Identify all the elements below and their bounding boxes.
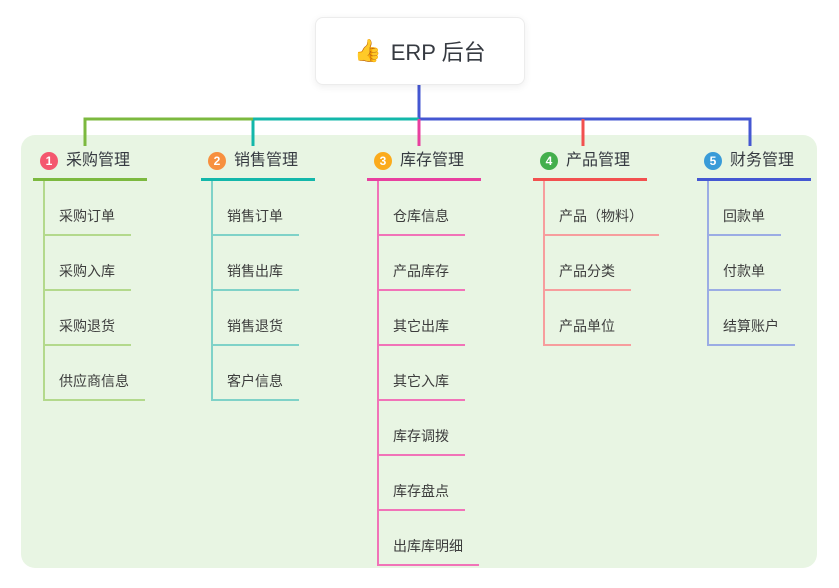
thumbs-up-icon: 👍: [354, 38, 382, 63]
branch-title-product: 产品管理: [566, 152, 631, 169]
branch-sales: 2 销售管理 销售订单 销售出库 销售退货 客户信息: [201, 149, 315, 401]
branch-node-inventory[interactable]: 3 库存管理: [367, 149, 481, 181]
leaf-node[interactable]: 产品（物料）: [545, 181, 659, 236]
branches-panel: [21, 135, 817, 568]
leaf-node[interactable]: 采购入库: [45, 236, 131, 291]
leaf-node[interactable]: 产品单位: [545, 291, 631, 346]
leaf-node[interactable]: 回款单: [709, 181, 781, 236]
badge-3: 3: [374, 152, 392, 170]
leaf-node[interactable]: 销售订单: [213, 181, 299, 236]
branch-children-purchase: 采购订单 采购入库 采购退货 供应商信息: [43, 181, 147, 401]
badge-1: 1: [40, 152, 58, 170]
leaf-node[interactable]: 库存盘点: [379, 456, 465, 511]
root-node-label: ERP 后台: [390, 40, 486, 65]
badge-5: 5: [704, 152, 722, 170]
badge-4: 4: [540, 152, 558, 170]
branch-children-inventory: 仓库信息 产品库存 其它出库 其它入库 库存调拨 库存盘点 出库库明细: [377, 181, 481, 566]
branch-finance: 5 财务管理 回款单 付款单 结算账户: [697, 149, 811, 346]
branch-purchase: 1 采购管理 采购订单 采购入库 采购退货 供应商信息: [33, 149, 147, 401]
leaf-node[interactable]: 付款单: [709, 236, 781, 291]
leaf-node[interactable]: 其它入库: [379, 346, 465, 401]
leaf-node[interactable]: 产品分类: [545, 236, 631, 291]
branch-title-inventory: 库存管理: [400, 152, 465, 169]
leaf-node[interactable]: 库存调拨: [379, 401, 465, 456]
branch-children-finance: 回款单 付款单 结算账户: [707, 181, 811, 346]
leaf-node[interactable]: 采购退货: [45, 291, 131, 346]
leaf-node[interactable]: 采购订单: [45, 181, 131, 236]
branch-product: 4 产品管理 产品（物料） 产品分类 产品单位: [533, 149, 659, 346]
badge-2: 2: [208, 152, 226, 170]
leaf-node[interactable]: 销售退货: [213, 291, 299, 346]
leaf-node[interactable]: 供应商信息: [45, 346, 145, 401]
branch-title-finance: 财务管理: [730, 152, 795, 169]
leaf-node[interactable]: 销售出库: [213, 236, 299, 291]
leaf-node[interactable]: 仓库信息: [379, 181, 465, 236]
branch-node-product[interactable]: 4 产品管理: [533, 149, 647, 181]
leaf-node[interactable]: 出库库明细: [379, 511, 479, 566]
branch-node-finance[interactable]: 5 财务管理: [697, 149, 811, 181]
leaf-node[interactable]: 其它出库: [379, 291, 465, 346]
root-node-erp[interactable]: 👍 ERP 后台: [315, 17, 525, 85]
branch-node-sales[interactable]: 2 销售管理: [201, 149, 315, 181]
branch-inventory: 3 库存管理 仓库信息 产品库存 其它出库 其它入库 库存调拨 库存盘点 出库库…: [367, 149, 481, 566]
branch-title-purchase: 采购管理: [66, 152, 131, 169]
leaf-node[interactable]: 客户信息: [213, 346, 299, 401]
leaf-node[interactable]: 产品库存: [379, 236, 465, 291]
branch-children-sales: 销售订单 销售出库 销售退货 客户信息: [211, 181, 315, 401]
branch-node-purchase[interactable]: 1 采购管理: [33, 149, 147, 181]
leaf-node[interactable]: 结算账户: [709, 291, 795, 346]
branch-title-sales: 销售管理: [234, 152, 299, 169]
branch-children-product: 产品（物料） 产品分类 产品单位: [543, 181, 659, 346]
